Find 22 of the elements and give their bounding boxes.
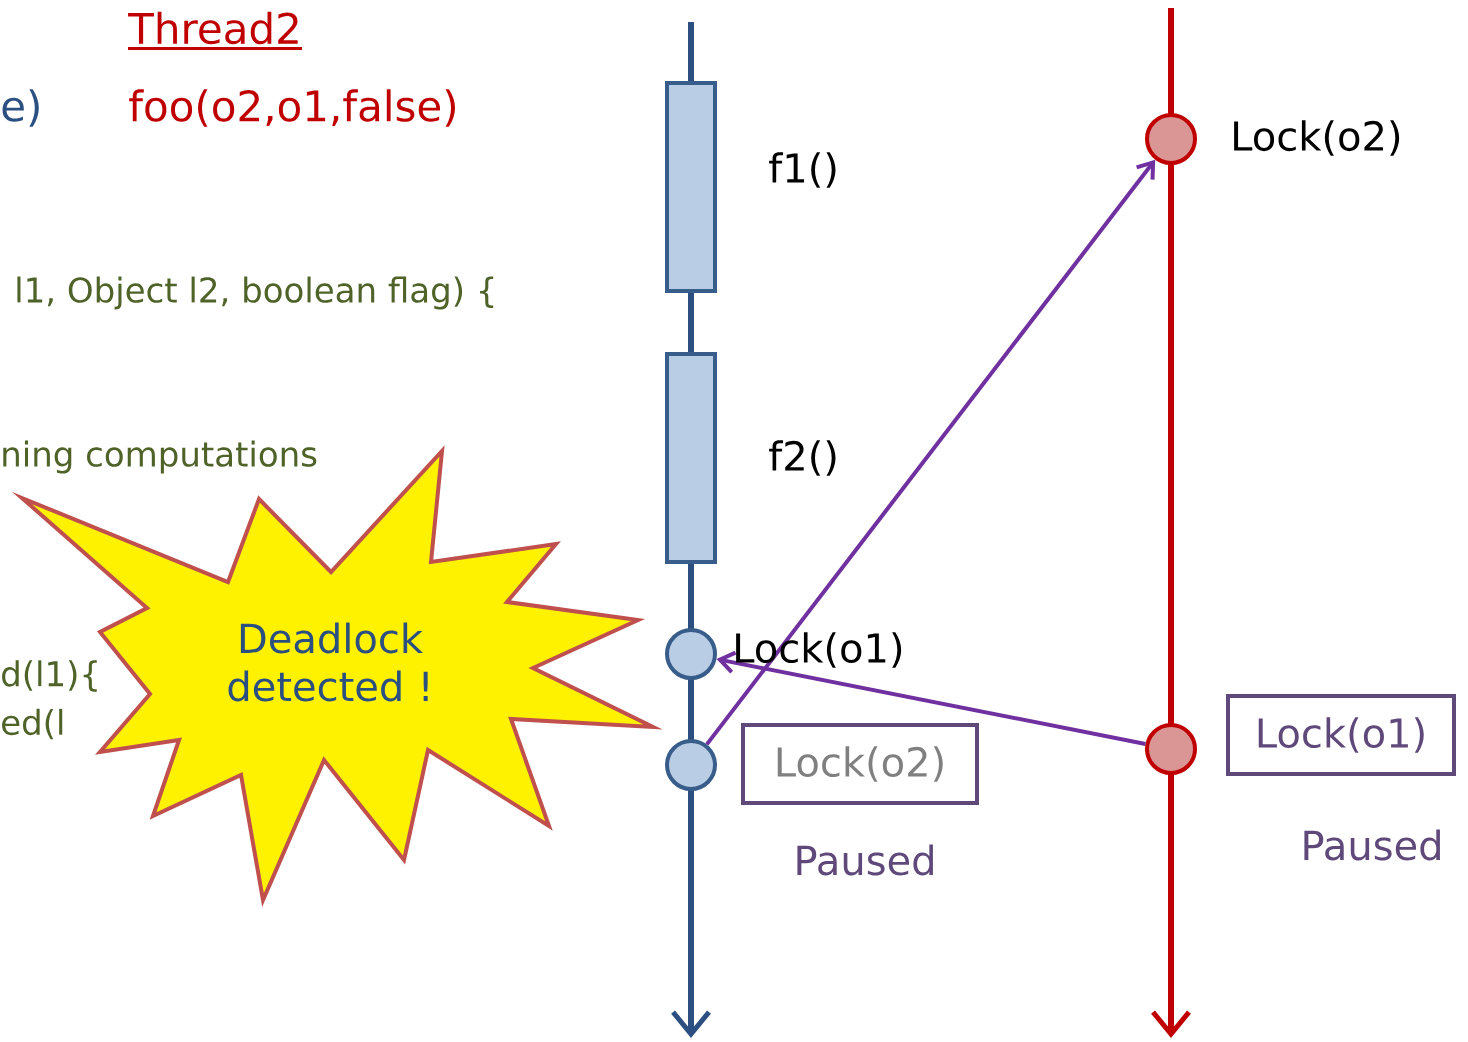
lock-box: Lock(o1): [1226, 694, 1456, 776]
code-text: d(l1){: [2, 660, 97, 692]
heading: Thread2: [128, 11, 298, 45]
execution-bar: [665, 81, 717, 293]
lock-circle: [1145, 723, 1197, 775]
lock-circle: [665, 739, 717, 791]
arrow: [716, 650, 1146, 746]
execution-bar: [665, 352, 717, 564]
node-caption: f2(): [769, 440, 836, 476]
lock-box: Lock(o2): [741, 723, 979, 805]
code-text: foo(o2,o1,false): [129, 89, 455, 127]
lock-circle: [665, 628, 717, 680]
node-caption: Paused: [797, 844, 933, 876]
code-text: e): [2, 89, 39, 127]
code-text: ed(l: [2, 708, 63, 740]
arrow: [705, 159, 1156, 746]
code-text: l1, Object l2, boolean flag) {: [17, 276, 494, 310]
node-caption: f1(): [769, 152, 836, 188]
lock-circle: [1145, 113, 1197, 165]
node-caption: Paused: [1304, 829, 1440, 861]
code-text: ning computations: [3, 440, 317, 474]
node-caption: Lock(o2): [1234, 120, 1400, 156]
